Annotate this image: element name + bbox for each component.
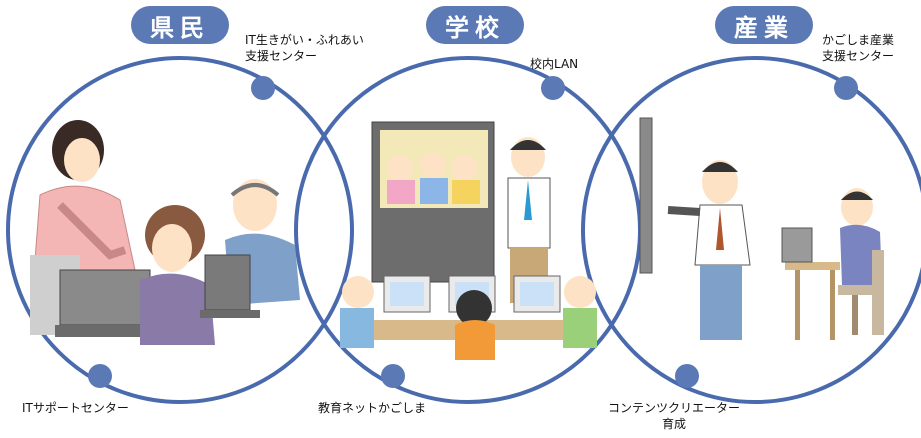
node-dot-kagoshima-support (834, 76, 858, 100)
citizens-scene-illustration (30, 120, 300, 345)
label-contents: コンテンツクリエーター 育成 (595, 400, 753, 432)
category-citizens-pill: 県民 (131, 6, 229, 44)
node-dot-kyoiku-net (381, 364, 405, 388)
industry-scene-illustration (639, 117, 884, 340)
label-kagoshima-line2: 支援センター (822, 49, 895, 63)
label-kyoiku-net-text: 教育ネットかごしま (318, 401, 427, 415)
label-kagoshima-support: かごしま産業 支援センター (822, 32, 894, 64)
node-dot-it-support (88, 364, 112, 388)
ring-industry (581, 56, 921, 404)
category-industry-pill: 産業 (715, 6, 813, 44)
ring-citizens (6, 56, 354, 404)
label-contents-line2: 育成 (661, 417, 686, 431)
node-dot-it-ikigai (251, 76, 275, 100)
label-campus-lan: 校内LAN (530, 56, 578, 72)
label-it-ikigai-line2: 支援センター (245, 49, 318, 63)
label-it-ikigai: IT生きがい・ふれあい 支援センター (245, 32, 364, 64)
label-contents-line1: コンテンツクリエーター (607, 401, 740, 415)
label-campus-lan-text: 校内LAN (530, 57, 579, 71)
label-kyoiku-net: 教育ネットかごしま (318, 400, 426, 416)
label-it-ikigai-line1: IT生きがい・ふれあい (245, 33, 364, 47)
label-kagoshima-line1: かごしま産業 (822, 33, 895, 47)
schools-scene-illustration (340, 121, 597, 360)
label-it-support-text: ITサポートセンター (22, 401, 129, 415)
node-dot-contents (675, 364, 699, 388)
label-it-support: ITサポートセンター (22, 400, 129, 416)
category-schools-pill: 学校 (426, 6, 524, 44)
node-dot-campus-lan (541, 76, 565, 100)
